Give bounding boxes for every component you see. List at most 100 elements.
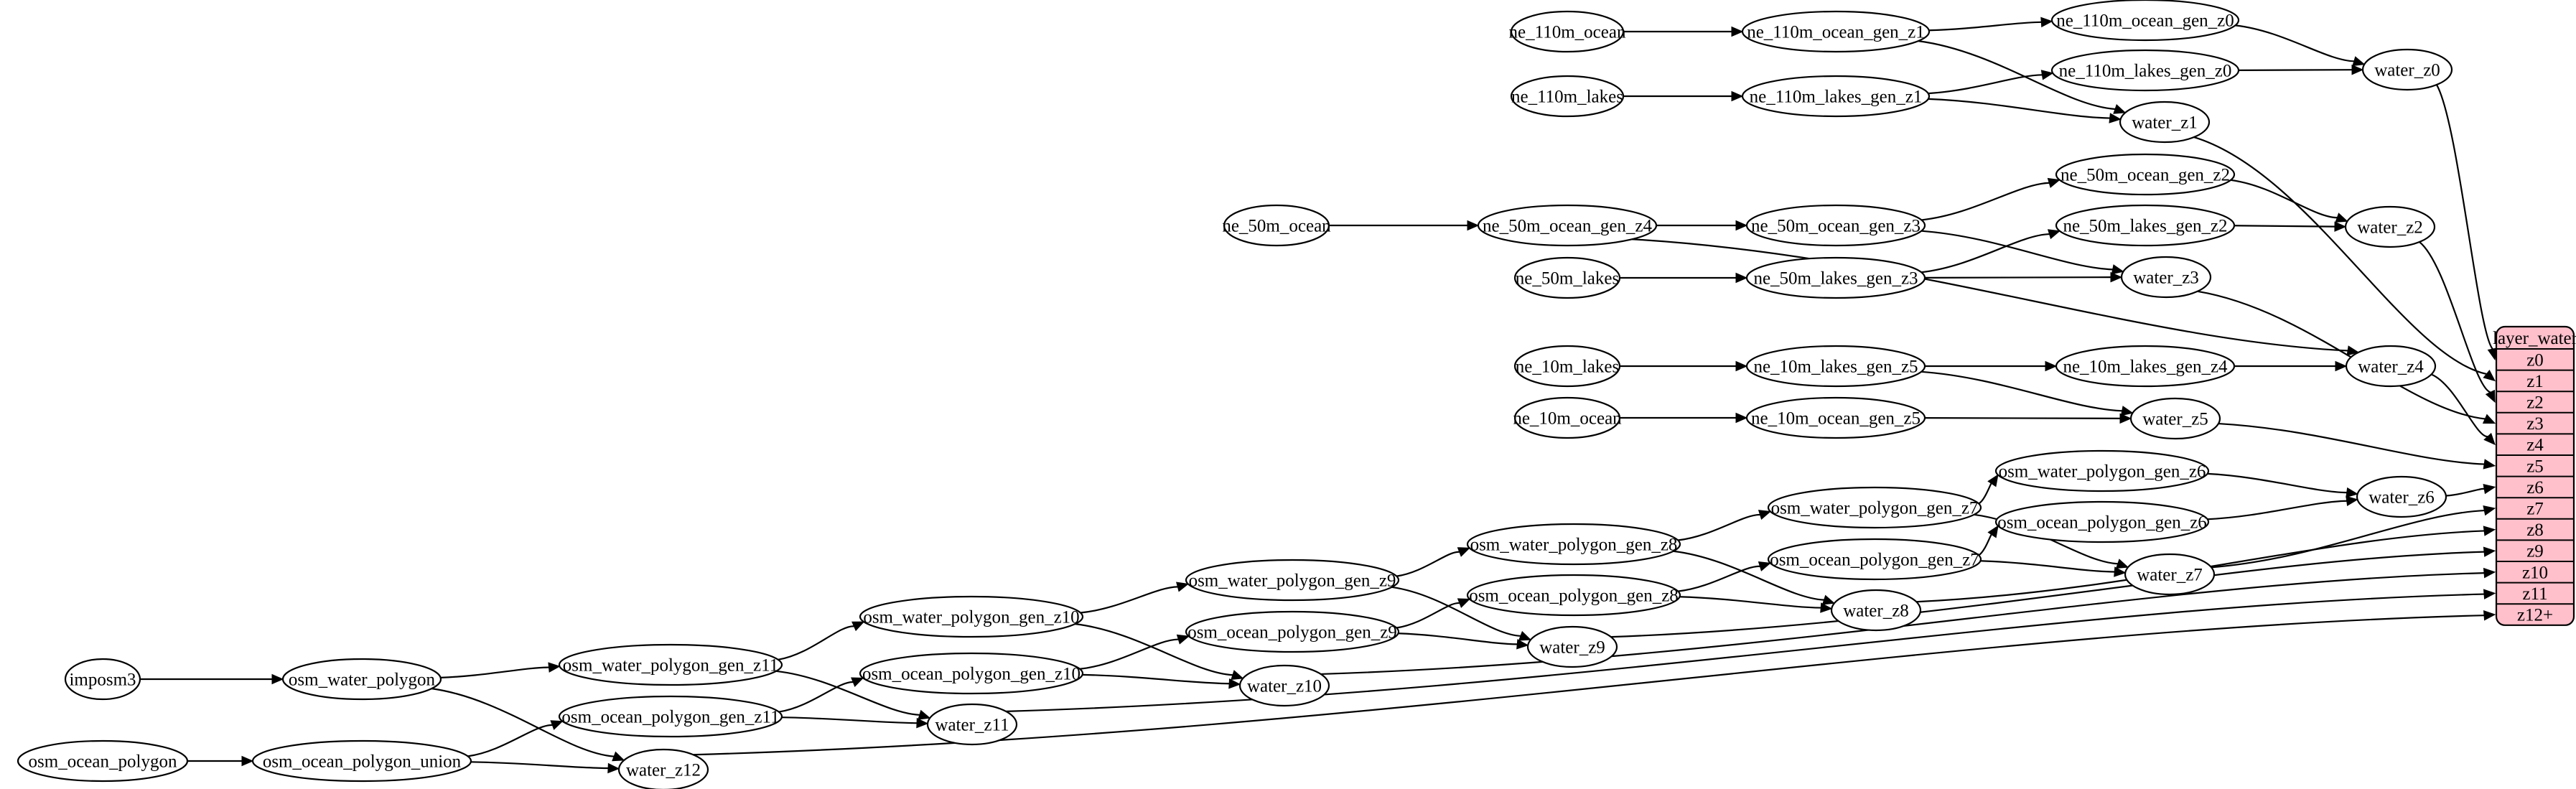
graph-node-osm_ocean_polygon_gen_z7[interactable]: osm_ocean_polygon_gen_z7 <box>1767 538 1982 581</box>
graph-node-osm_ocean_polygon_gen_z6[interactable]: osm_ocean_polygon_gen_z6 <box>1994 500 2210 543</box>
arrowhead-icon <box>2351 64 2364 75</box>
node-shape <box>1513 396 1621 439</box>
edge-osm_ocean_polygon_gen_z10-to-water_z10 <box>1082 673 1230 685</box>
node-label: water_z0 <box>2374 61 2440 80</box>
graph-node-ne_50m_ocean[interactable]: ne_50m_ocean <box>1222 204 1331 247</box>
edge-water_z6-to-layer_water_z6 <box>2445 487 2485 497</box>
graph-node-osm_water_polygon_gen_z11[interactable]: osm_water_polygon_gen_z11 <box>558 643 783 686</box>
arrowhead-icon <box>2346 495 2358 506</box>
legend-row-z6[interactable]: z6 <box>2526 478 2544 498</box>
legend-row-z11[interactable]: z11 <box>2522 584 2547 604</box>
graph-node-osm_water_polygon_gen_z7[interactable]: osm_water_polygon_gen_z7 <box>1767 486 1982 529</box>
node-shape <box>1994 449 2210 492</box>
legend-row-z10[interactable]: z10 <box>2522 563 2548 582</box>
node-shape <box>2356 475 2447 518</box>
node-label: osm_water_polygon_gen_z10 <box>863 608 1079 627</box>
legend-row-z2[interactable]: z2 <box>2526 393 2544 413</box>
graph-node-water_z6[interactable]: water_z6 <box>2356 475 2447 518</box>
graph-node-ne_10m_ocean_gen_z5[interactable]: ne_10m_ocean_gen_z5 <box>1745 396 1926 439</box>
graph-node-ne_110m_lakes_gen_z1[interactable]: ne_110m_lakes_gen_z1 <box>1741 75 1931 118</box>
graph-node-osm_water_polygon_gen_z9[interactable]: osm_water_polygon_gen_z9 <box>1185 559 1400 602</box>
graph-node-ne_50m_ocean_gen_z2[interactable]: ne_50m_ocean_gen_z2 <box>2055 153 2236 196</box>
graph-node-ne_50m_lakes_gen_z3[interactable]: ne_50m_lakes_gen_z3 <box>1745 256 1926 299</box>
graph-node-water_z11[interactable]: water_z11 <box>926 703 1018 746</box>
graph-node-water_z8[interactable]: water_z8 <box>1830 589 1922 632</box>
legend-row-z5[interactable]: z5 <box>2526 457 2544 476</box>
graph-node-water_z0[interactable]: water_z0 <box>2361 48 2453 91</box>
node-label: ne_110m_lakes_gen_z1 <box>1750 88 1923 107</box>
legend-row-z7[interactable]: z7 <box>2526 500 2544 519</box>
graph-node-osm_ocean_polygon[interactable]: osm_ocean_polygon <box>17 739 189 783</box>
graph-node-osm_water_polygon[interactable]: osm_water_polygon <box>281 658 442 701</box>
graph-node-osm_water_polygon_gen_z6[interactable]: osm_water_polygon_gen_z6 <box>1994 449 2210 492</box>
graph-node-water_z5[interactable]: water_z5 <box>2129 397 2221 440</box>
graph-node-ne_110m_ocean_gen_z0[interactable]: ne_110m_ocean_gen_z0 <box>2050 0 2240 42</box>
graph-node-ne_50m_lakes_gen_z2[interactable]: ne_50m_lakes_gen_z2 <box>2055 204 2236 247</box>
legend-row-z4[interactable]: z4 <box>2526 436 2544 455</box>
graph-node-water_z1[interactable]: water_z1 <box>2119 101 2211 144</box>
edge-ne_50m_lakes_gen_z3-to-water_z3 <box>1924 276 2111 279</box>
node-label: water_z6 <box>2369 488 2435 508</box>
node-shape <box>64 658 141 701</box>
arrowhead-icon <box>2111 264 2124 275</box>
arrowhead-icon <box>2110 271 2123 283</box>
graph-node-osm_ocean_polygon_gen_z10[interactable]: osm_ocean_polygon_gen_z10 <box>859 652 1084 695</box>
graph-node-osm_water_polygon_gen_z10[interactable]: osm_water_polygon_gen_z10 <box>859 595 1084 638</box>
node-label: ne_50m_ocean_gen_z2 <box>2061 166 2230 185</box>
legend-row-z1[interactable]: z1 <box>2526 372 2544 391</box>
legend-row-z9[interactable]: z9 <box>2526 542 2544 561</box>
node-shape <box>1767 486 1982 529</box>
graph-node-water_z3[interactable]: water_z3 <box>2120 256 2212 299</box>
node-shape <box>1767 538 1982 581</box>
graph-node-osm_water_polygon_gen_z8[interactable]: osm_water_polygon_gen_z8 <box>1466 523 1681 566</box>
edge-osm_water_polygon_gen_z9-to-water_z9 <box>1391 586 1521 637</box>
edge-osm_ocean_polygon_gen_z6-to-water_z6 <box>2207 500 2347 520</box>
graph-node-osm_ocean_polygon_gen_z9[interactable]: osm_ocean_polygon_gen_z9 <box>1185 610 1400 653</box>
graph-node-water_z4[interactable]: water_z4 <box>2345 345 2437 388</box>
legend-row-z3[interactable]: z3 <box>2526 414 2544 434</box>
node-shape <box>1513 256 1621 299</box>
graph-node-osm_ocean_polygon_gen_z11[interactable]: osm_ocean_polygon_gen_z11 <box>558 695 783 738</box>
graph-node-ne_50m_lakes[interactable]: ne_50m_lakes <box>1513 256 1621 299</box>
graph-node-ne_10m_lakes_gen_z5[interactable]: ne_10m_lakes_gen_z5 <box>1745 345 1926 388</box>
graph-node-imposm3[interactable]: imposm3 <box>64 658 141 701</box>
arrowhead-icon <box>2335 213 2348 223</box>
arrowhead-icon <box>2040 17 2053 28</box>
graph-node-water_z7[interactable]: water_z7 <box>2124 553 2216 596</box>
graph-node-ne_50m_ocean_gen_z3[interactable]: ne_50m_ocean_gen_z3 <box>1745 204 1926 247</box>
legend-row-z0[interactable]: z0 <box>2526 350 2544 370</box>
node-label: ne_50m_ocean_gen_z3 <box>1751 217 1921 236</box>
node-label: ne_50m_lakes_gen_z2 <box>2063 217 2227 236</box>
arrowhead-icon <box>2047 229 2061 240</box>
legend-row-z12+[interactable]: z12+ <box>2517 606 2553 625</box>
legend-row-z8[interactable]: z8 <box>2526 520 2544 540</box>
graph-node-ne_10m_lakes_gen_z4[interactable]: ne_10m_lakes_gen_z4 <box>2055 345 2236 388</box>
graph-node-ne_110m_ocean[interactable]: ne_110m_ocean <box>1509 10 1626 53</box>
arrowhead-icon <box>2483 567 2496 579</box>
graph-node-water_z12[interactable]: water_z12 <box>617 748 709 789</box>
graph-node-water_z2[interactable]: water_z2 <box>2344 205 2436 248</box>
legend-title: layer_water <box>2493 329 2576 348</box>
node-label: osm_ocean_polygon_gen_z8 <box>1469 587 1679 606</box>
node-label: osm_water_polygon <box>289 671 436 690</box>
graph-node-ne_110m_lakes_gen_z0[interactable]: ne_110m_lakes_gen_z0 <box>2050 49 2240 92</box>
edge-ne_110m_ocean_gen_z1-to-ne_110m_ocean_gen_z0 <box>1928 21 2042 32</box>
graph-node-ne_50m_ocean_gen_z4[interactable]: ne_50m_ocean_gen_z4 <box>1477 204 1658 247</box>
graph-node-ne_110m_lakes[interactable]: ne_110m_lakes <box>1510 75 1625 118</box>
node-label: osm_ocean_polygon_gen_z7 <box>1770 551 1979 570</box>
graph-node-ne_110m_ocean_gen_z1[interactable]: ne_110m_ocean_gen_z1 <box>1741 10 1931 53</box>
graph-node-osm_ocean_polygon_union[interactable]: osm_ocean_polygon_union <box>251 739 472 783</box>
graph-node-water_z9[interactable]: water_z9 <box>1526 625 1618 668</box>
edge-water_z5-to-layer_water_z5 <box>2218 422 2485 465</box>
node-shape <box>1830 589 1922 632</box>
node-shape <box>1745 345 1926 388</box>
arrowhead-icon <box>1457 547 1470 557</box>
graph-node-ne_10m_ocean[interactable]: ne_10m_ocean <box>1513 396 1622 439</box>
graph-node-water_z10[interactable]: water_z10 <box>1238 664 1330 707</box>
graph-node-osm_ocean_polygon_gen_z8[interactable]: osm_ocean_polygon_gen_z8 <box>1466 574 1681 617</box>
node-shape <box>1745 204 1926 247</box>
arrowhead-icon <box>916 717 929 729</box>
node-shape <box>1223 204 1330 247</box>
graph-node-ne_10m_lakes[interactable]: ne_10m_lakes <box>1513 345 1621 388</box>
